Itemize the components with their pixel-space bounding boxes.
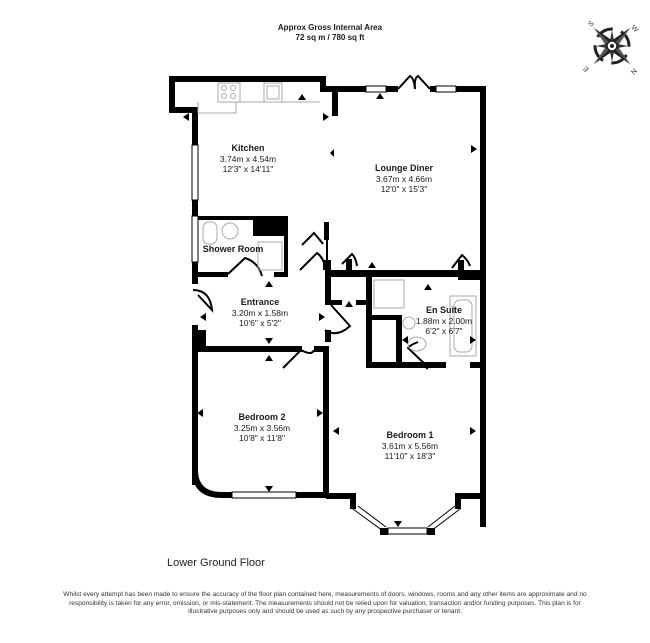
walls [169, 76, 486, 535]
room-metric: 3.61m x 5.56m [381, 440, 439, 451]
room-metric: 1.88m x 2.00m [415, 315, 473, 326]
room-name: En Suite [425, 305, 463, 315]
area-header: Approx Gross Internal Area 72 sq m / 780… [230, 23, 430, 43]
room-metric: 3.74m x 4.54m [219, 153, 277, 164]
room-name: Lounge Diner [375, 163, 433, 173]
windows [191, 85, 461, 535]
room-lounge-diner: Lounge Diner 3.67m x 4.66m 12'0" x 15'3" [375, 163, 433, 195]
ensuite-basin-icon [402, 316, 416, 330]
room-imperial: 11'10" x 18'3" [384, 451, 436, 461]
toilet-icon [202, 221, 218, 245]
basin-icon [221, 222, 239, 240]
room-name: Bedroom 2 [238, 412, 286, 422]
room-imperial: 6'2" x 6'7" [425, 326, 463, 336]
room-metric: 3.25m x 3.56m [233, 422, 291, 433]
room-name: Entrance [240, 297, 280, 307]
room-name: Kitchen [231, 143, 265, 153]
measurement-markers [183, 93, 477, 527]
compass-n: N [629, 67, 638, 76]
room-bedroom-1: Bedroom 1 3.61m x 5.56m 11'10" x 18'3" [382, 430, 438, 462]
disclaimer: Whilst every attempt has been made to en… [63, 591, 587, 616]
room-imperial: 10'8" x 11'8" [238, 433, 285, 443]
floor-plan [169, 74, 486, 535]
floor-name: Lower Ground Floor [167, 557, 265, 569]
doors [192, 74, 471, 369]
room-imperial: 12'0" x 15'3" [380, 184, 428, 194]
room-name: Shower Room [202, 244, 264, 254]
room-metric: 3.67m x 4.66m [375, 173, 433, 184]
room-kitchen: Kitchen 3.74m x 4.54m 12'3" x 14'11" [220, 143, 276, 175]
ensuite-toilet-icon [407, 336, 427, 352]
shower-tray-icon [257, 241, 283, 271]
room-imperial: 12'3" x 14'11" [222, 164, 274, 174]
area-title: Approx Gross Internal Area [277, 23, 383, 32]
room-entrance: Entrance 3.20m x 1.58m 10'6" x 5'2" [232, 297, 288, 329]
room-imperial: 10'6" x 5'2" [239, 318, 281, 328]
ensuite-shower-icon [373, 279, 405, 309]
room-bedroom-2: Bedroom 2 3.25m x 3.56m 10'8" x 11'8" [234, 412, 290, 444]
room-name: Bedroom 1 [386, 430, 434, 440]
room-en-suite: En Suite 1.88m x 2.00m 6'2" x 6'7" [416, 305, 472, 337]
compass-rose-icon: S W E N [582, 20, 640, 76]
compass-s: S [587, 20, 595, 28]
compass-w: W [630, 24, 640, 34]
room-metric: 3.20m x 1.58m [231, 307, 289, 318]
fixtures [197, 82, 477, 357]
hob-icon [217, 82, 241, 103]
compass-e: E [582, 64, 590, 72]
bath-icon [449, 295, 477, 357]
area-value: 72 sq m / 780 sq ft [295, 33, 365, 42]
room-shower-room: Shower Room [203, 244, 264, 255]
